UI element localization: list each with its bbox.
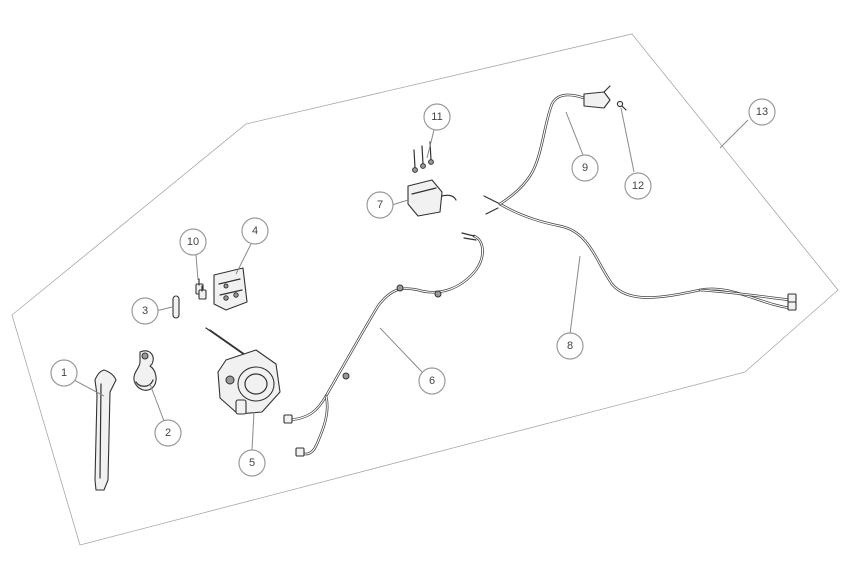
svg-text:2: 2 (165, 427, 171, 439)
callout-7: 7 (366, 191, 394, 219)
part-1-strap (94, 369, 117, 491)
callout-2: 2 (154, 419, 182, 447)
svg-text:3: 3 (142, 305, 148, 317)
svg-text:1: 1 (61, 367, 67, 379)
callout-13: 13 (748, 98, 776, 126)
svg-text:4: 4 (252, 225, 258, 237)
svg-text:13: 13 (756, 106, 768, 118)
callout-4: 4 (241, 217, 269, 245)
part-5-motor (205, 327, 281, 415)
part-4-bracket (213, 267, 248, 311)
callout-10: 10 (179, 228, 207, 256)
svg-text:5: 5 (249, 457, 255, 469)
svg-text:10: 10 (187, 236, 199, 248)
svg-text:12: 12 (632, 180, 644, 192)
callout-6: 6 (418, 367, 446, 395)
part-3-pin (172, 295, 180, 319)
callout-8: 8 (556, 332, 584, 360)
callout-5: 5 (238, 449, 266, 477)
part-7-module (407, 179, 457, 217)
part-9-cable (498, 85, 611, 206)
part-10-bolts (195, 278, 207, 300)
callout-11: 11 (423, 103, 451, 131)
callout-9: 9 (571, 154, 599, 182)
callout-3: 3 (131, 297, 159, 325)
svg-text:11: 11 (431, 111, 442, 123)
callout-1: 1 (50, 359, 78, 387)
leader-lines (73, 107, 749, 451)
svg-text:6: 6 (429, 375, 435, 387)
part-12-screw (616, 100, 627, 111)
part-6-wiring-harness (283, 232, 484, 457)
part-11-bolts (412, 141, 434, 173)
callout-12: 12 (624, 172, 652, 200)
svg-text:9: 9 (582, 162, 588, 174)
assembly-boundary (11, 33, 839, 546)
svg-text:7: 7 (377, 199, 383, 211)
svg-text:8: 8 (567, 340, 573, 352)
part-8-cable (483, 195, 797, 311)
part-2-hook (133, 350, 157, 391)
